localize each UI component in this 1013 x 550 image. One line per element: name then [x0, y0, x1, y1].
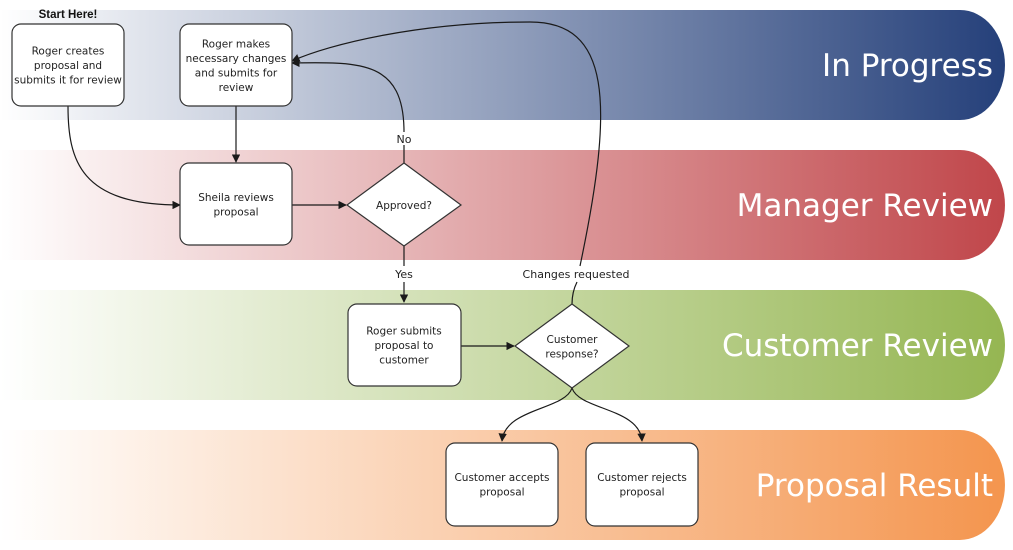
- node-customer-response-decision: Customer response?: [513, 303, 631, 389]
- lane-customer-review: Customer Review: [0, 290, 1005, 400]
- node-roger-creates-label: Roger creates proposal and submits it for …: [14, 46, 122, 87]
- edges: [67, 21, 646, 442]
- node-customer-accepts-label: Customer accepts proposal: [454, 472, 549, 499]
- node-customer-rejects-label: Customer rejects proposal: [597, 472, 687, 499]
- node-customer-rejects: Customer rejects proposal: [585, 442, 699, 527]
- node-customer-accepts: Customer accepts proposal: [445, 442, 559, 527]
- edge-label-yes: Yes: [394, 268, 413, 281]
- node-label-line: review: [219, 82, 254, 94]
- node-label-line: response?: [545, 348, 598, 360]
- edge-create-to-review: [67, 105, 181, 210]
- node-label-line: proposal: [479, 486, 524, 498]
- node-label-line: proposal and: [34, 60, 102, 72]
- node-roger-creates: Roger creates proposal and submits it for …: [11, 23, 125, 107]
- node-roger-changes-label: Roger makes necessary changes and submits …: [186, 38, 287, 94]
- lane-customer-review-band: [0, 290, 1005, 400]
- node-roger-submits: Roger submits proposal to customer: [347, 303, 462, 387]
- edge-label-changes-requested: Changes requested: [523, 268, 630, 281]
- node-label-line: Customer accepts: [454, 472, 549, 484]
- node-label-line: customer: [379, 355, 429, 367]
- edge-response-changes-requested: [292, 21, 602, 305]
- lane-manager-review: Manager Review: [0, 150, 1005, 260]
- node-approved-decision: Approved?: [345, 162, 463, 247]
- node-label-line: Customer: [546, 334, 598, 346]
- node-label-line: submits it for review: [14, 75, 122, 87]
- lane-proposal-result-title: Proposal Result: [756, 468, 993, 504]
- node-label-line: necessary changes: [186, 53, 287, 65]
- node-label-line: and submits for: [195, 67, 278, 79]
- edge-label-no: No: [397, 133, 412, 146]
- edge-approved-no: [292, 63, 405, 163]
- node-sheila-reviews: Sheila reviews proposal: [179, 162, 293, 246]
- node-roger-submits-label: Roger submits proposal to customer: [366, 326, 442, 367]
- lane-in-progress-title: In Progress: [822, 48, 993, 84]
- node-roger-changes: Roger makes necessary changes and submits …: [179, 23, 293, 107]
- node-label-line: proposal: [619, 486, 664, 498]
- edge-response-to-accepts: [498, 387, 573, 442]
- node-label-line: Roger makes: [202, 38, 270, 50]
- node-label-line: proposal: [213, 206, 258, 218]
- node-label-line: Customer rejects: [597, 472, 687, 484]
- lane-in-progress: In Progress: [0, 10, 1005, 120]
- node-label-line: Approved?: [376, 200, 432, 212]
- edge-response-to-rejects: [571, 387, 646, 442]
- start-label: Start Here!: [39, 9, 98, 21]
- lane-manager-review-title: Manager Review: [737, 188, 993, 224]
- node-customer-response-label: Customer response?: [545, 334, 598, 361]
- node-sheila-reviews-label: Sheila reviews proposal: [198, 192, 274, 219]
- node-label-line: Roger creates: [32, 46, 105, 58]
- node-label-line: proposal to: [375, 340, 434, 352]
- lane-customer-review-title: Customer Review: [722, 328, 993, 364]
- node-approved-label: Approved?: [376, 200, 432, 212]
- node-label-line: Roger submits: [366, 326, 442, 338]
- node-label-line: Sheila reviews: [198, 192, 274, 204]
